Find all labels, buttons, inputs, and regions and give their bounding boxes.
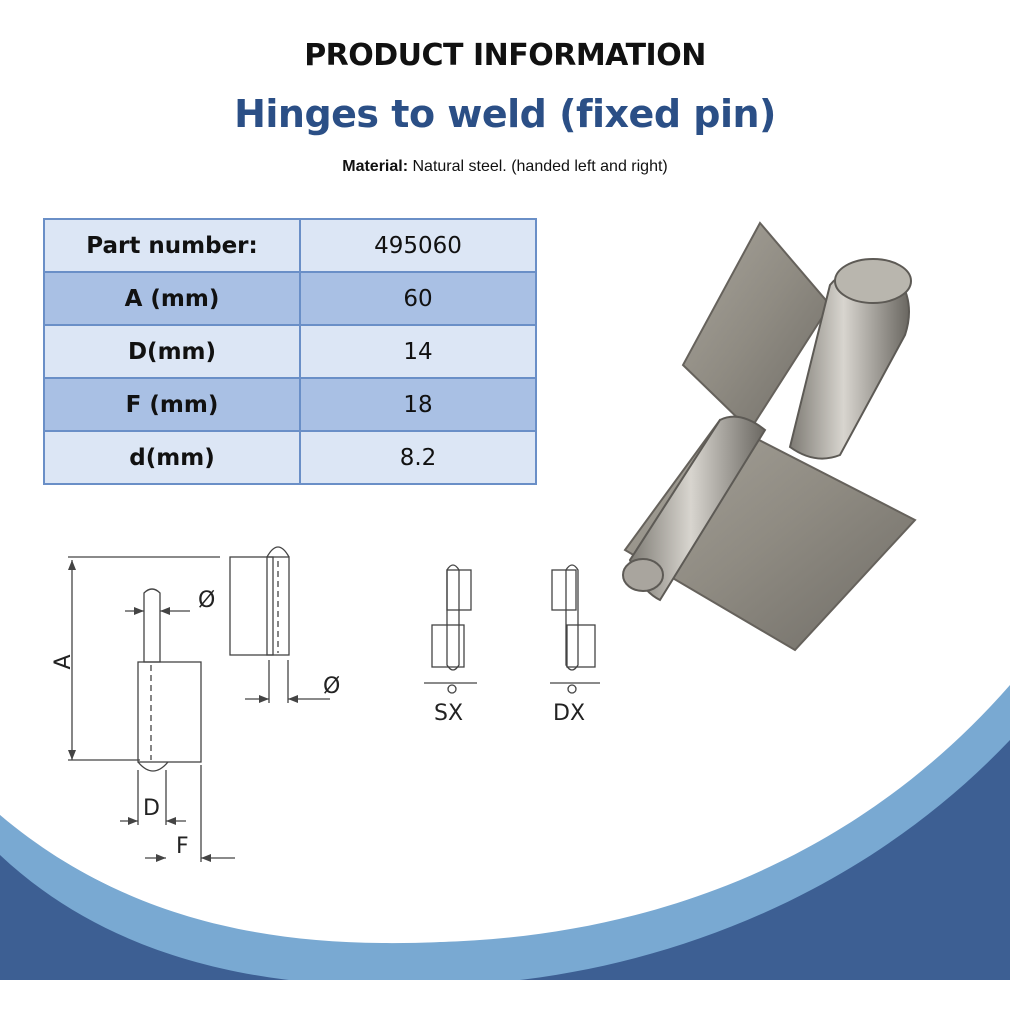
spec-value: 495060 <box>299 218 537 273</box>
spec-value: 14 <box>299 324 537 379</box>
spec-label: F (mm) <box>43 377 301 432</box>
spec-label: D(mm) <box>43 324 301 379</box>
dx-label: DX <box>553 701 585 726</box>
hinge-product-photo <box>622 221 917 652</box>
hinge-technical-drawing: A Ø D F Ø SX DX <box>51 546 600 862</box>
dimension-a-label: A <box>51 654 76 669</box>
spec-label: d(mm) <box>43 430 301 485</box>
spec-value: 60 <box>299 271 537 326</box>
product-information-heading: PRODUCT INFORMATION <box>304 38 706 73</box>
spec-label: Part number: <box>43 218 301 273</box>
dimension-d-label: D <box>143 796 160 821</box>
dimension-f-label: F <box>176 834 189 859</box>
material-value: Natural steel. (handed left and right) <box>412 158 668 175</box>
specs-table: Part number: 495060 A (mm) 60 D(mm) 14 F… <box>43 218 537 485</box>
decorative-wave <box>0 665 1010 1024</box>
material-line: Material: Natural steel. (handed left an… <box>0 158 1010 176</box>
table-row: F (mm) 18 <box>43 377 537 432</box>
spec-value: 8.2 <box>299 430 537 485</box>
diameter-label-top: Ø <box>198 588 215 613</box>
sx-label: SX <box>434 701 463 726</box>
table-row: A (mm) 60 <box>43 271 537 326</box>
table-row: Part number: 495060 <box>43 218 537 273</box>
page-title: Hinges to weld (fixed pin) <box>234 92 776 136</box>
spec-label: A (mm) <box>43 271 301 326</box>
table-row: D(mm) 14 <box>43 324 537 379</box>
table-row: d(mm) 8.2 <box>43 430 537 485</box>
spec-value: 18 <box>299 377 537 432</box>
diameter-label-bottom: Ø <box>323 674 340 699</box>
material-label: Material: <box>342 158 409 175</box>
